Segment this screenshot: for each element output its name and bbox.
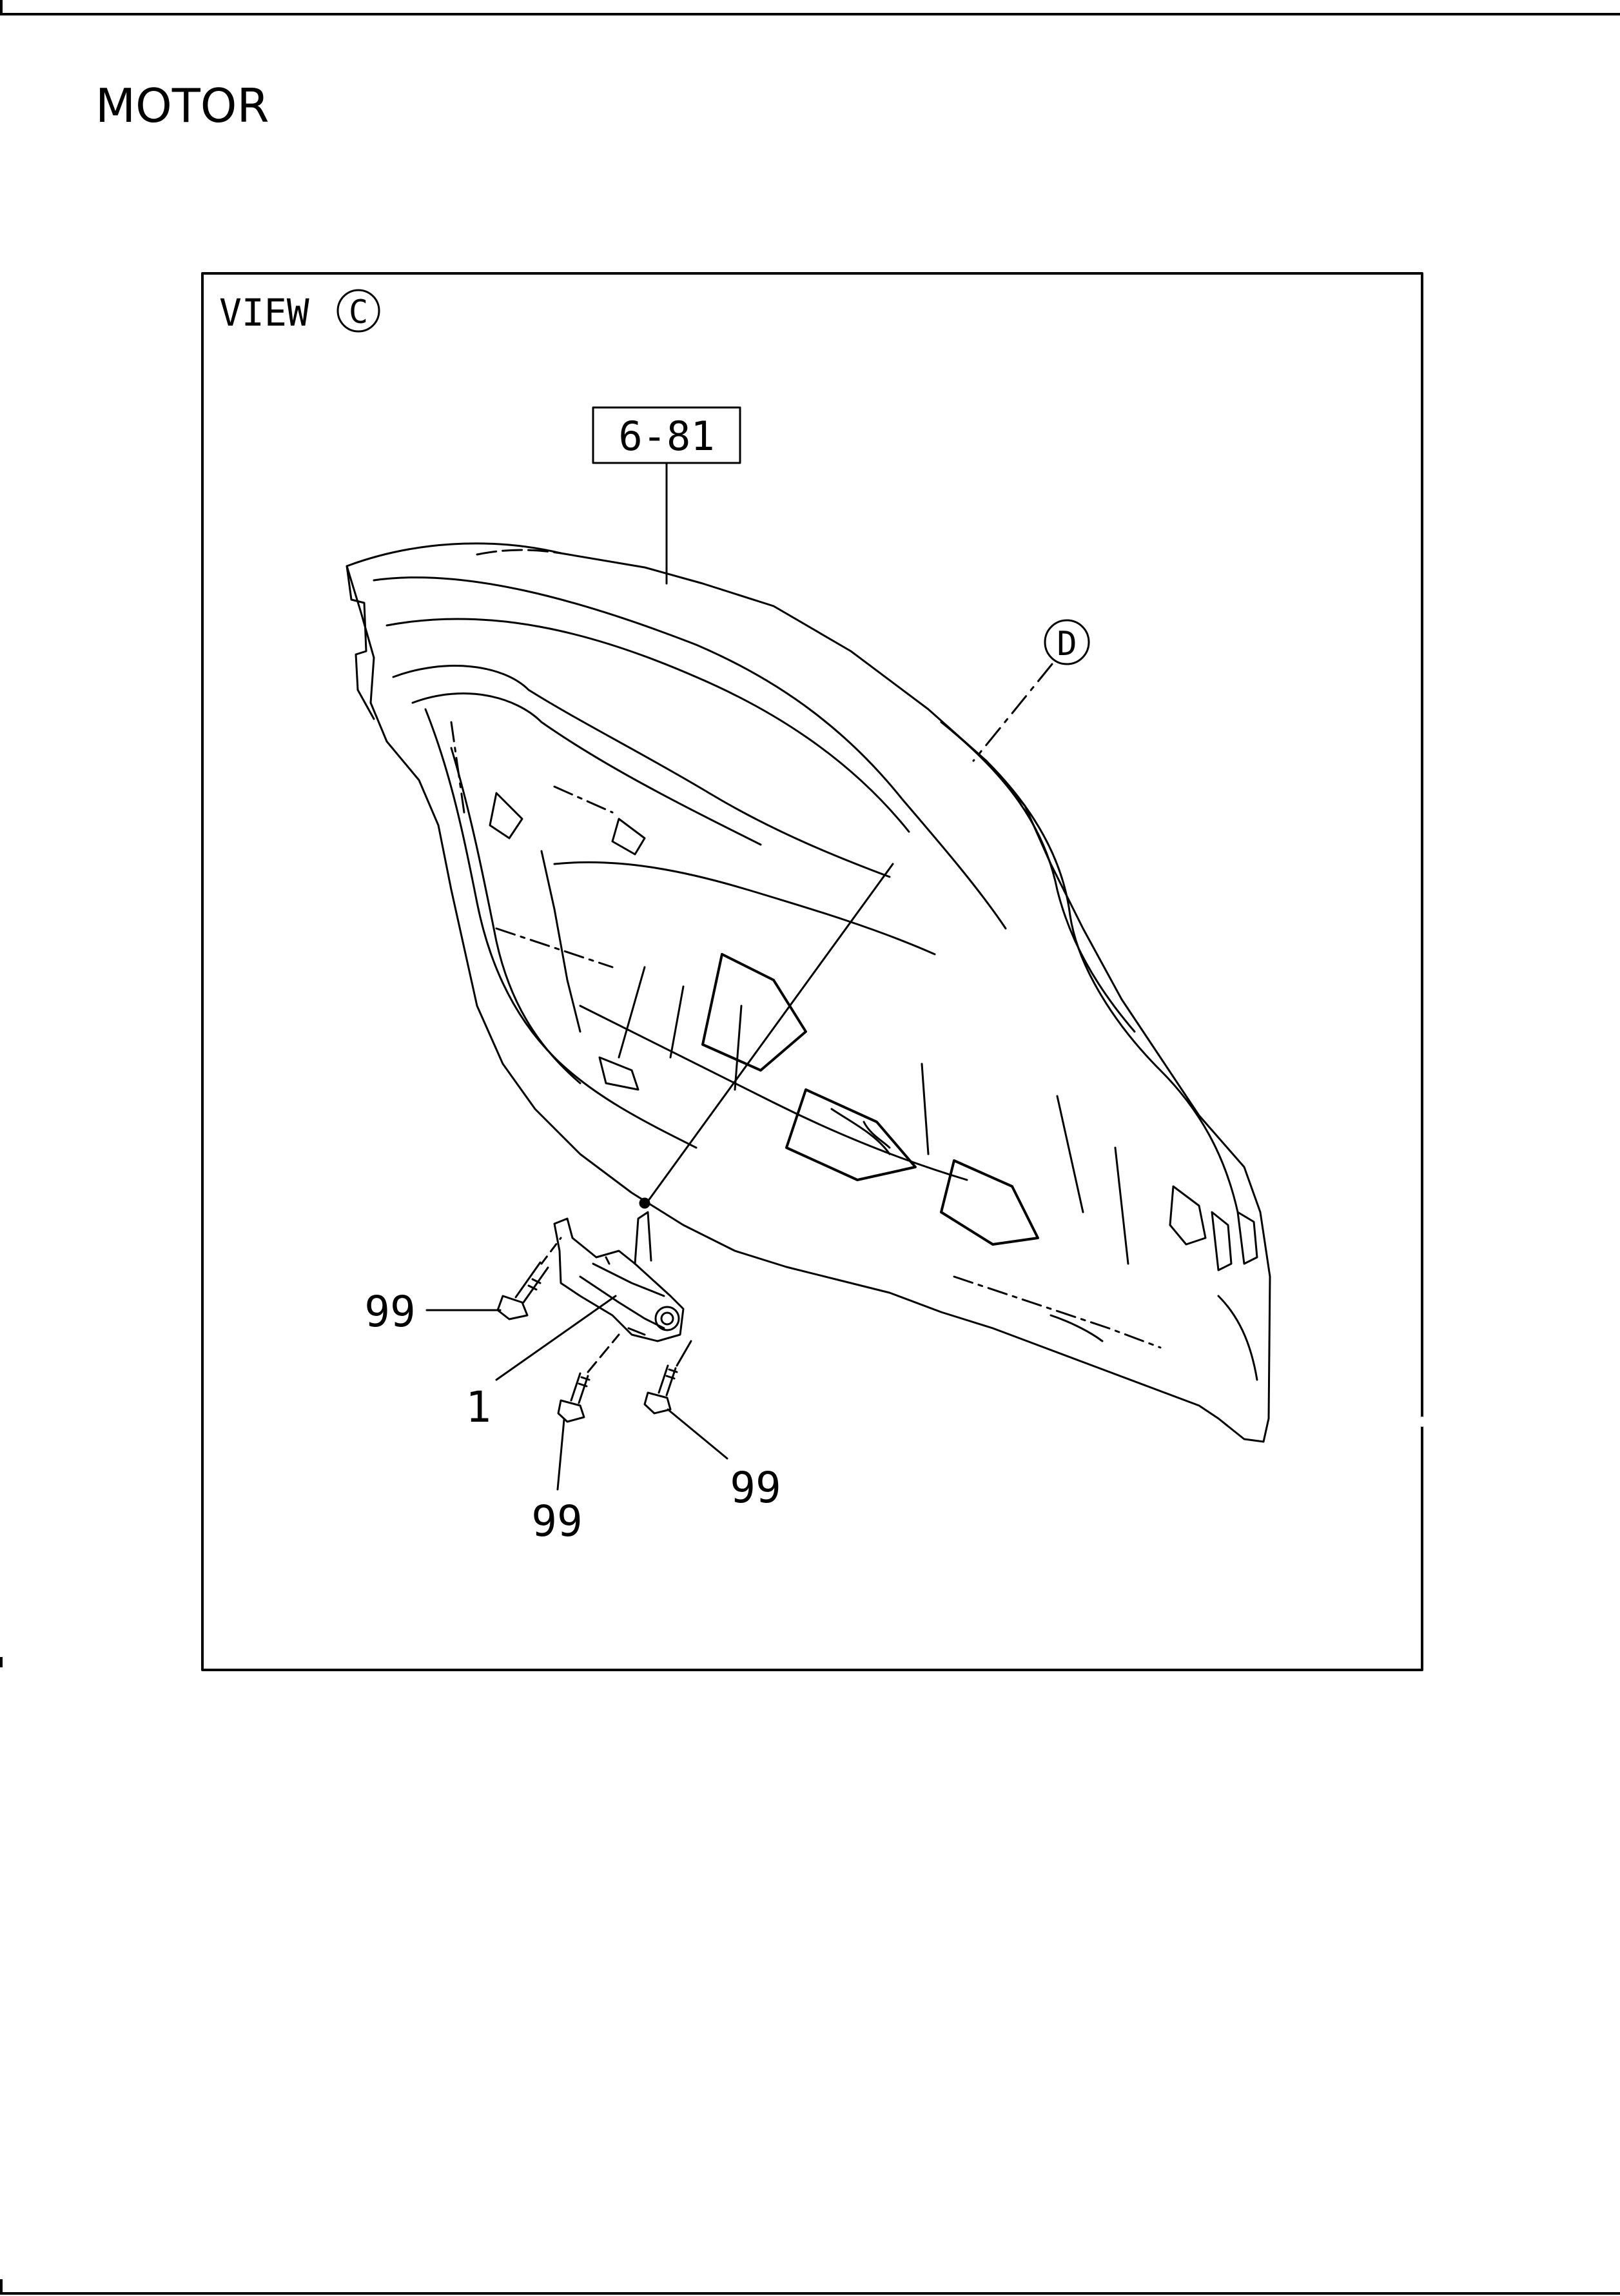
detail-mark-circle bbox=[1044, 619, 1090, 665]
bolt-bottom bbox=[557, 1333, 620, 1423]
bolt-right-label: 99 bbox=[730, 1463, 781, 1513]
part-1-label: 1 bbox=[465, 1382, 491, 1432]
bolt-left bbox=[496, 1237, 562, 1320]
rod-end bbox=[639, 1197, 650, 1209]
bottom-border-rule bbox=[0, 2292, 1620, 2295]
view-mark-circle bbox=[337, 289, 380, 333]
bottom-border-tick bbox=[0, 2279, 3, 2295]
bolt-bottom-label: 99 bbox=[531, 1496, 582, 1546]
bolt-right bbox=[643, 1340, 692, 1415]
motor-rod bbox=[643, 863, 894, 1207]
tailgate-panel bbox=[346, 542, 1271, 1443]
part-1-leader bbox=[495, 1295, 617, 1381]
motor-assembly bbox=[553, 1211, 685, 1342]
top-border-rule bbox=[0, 13, 1620, 15]
top-border-tick bbox=[0, 0, 3, 15]
reference-box-label: 6-81 bbox=[618, 413, 714, 460]
view-label: VIEW bbox=[219, 291, 309, 335]
diagram-frame bbox=[201, 272, 1423, 1671]
bolt-right-leader bbox=[667, 1408, 728, 1460]
detail-mark: D bbox=[1057, 625, 1077, 663]
detail-leader bbox=[972, 663, 1053, 762]
left-edge-tick bbox=[0, 1657, 3, 1667]
bolt-left-label: 99 bbox=[364, 1287, 415, 1337]
bolt-bottom-leader bbox=[556, 1418, 565, 1491]
view-mark: C bbox=[349, 293, 368, 331]
page-title: MOTOR bbox=[95, 79, 269, 133]
